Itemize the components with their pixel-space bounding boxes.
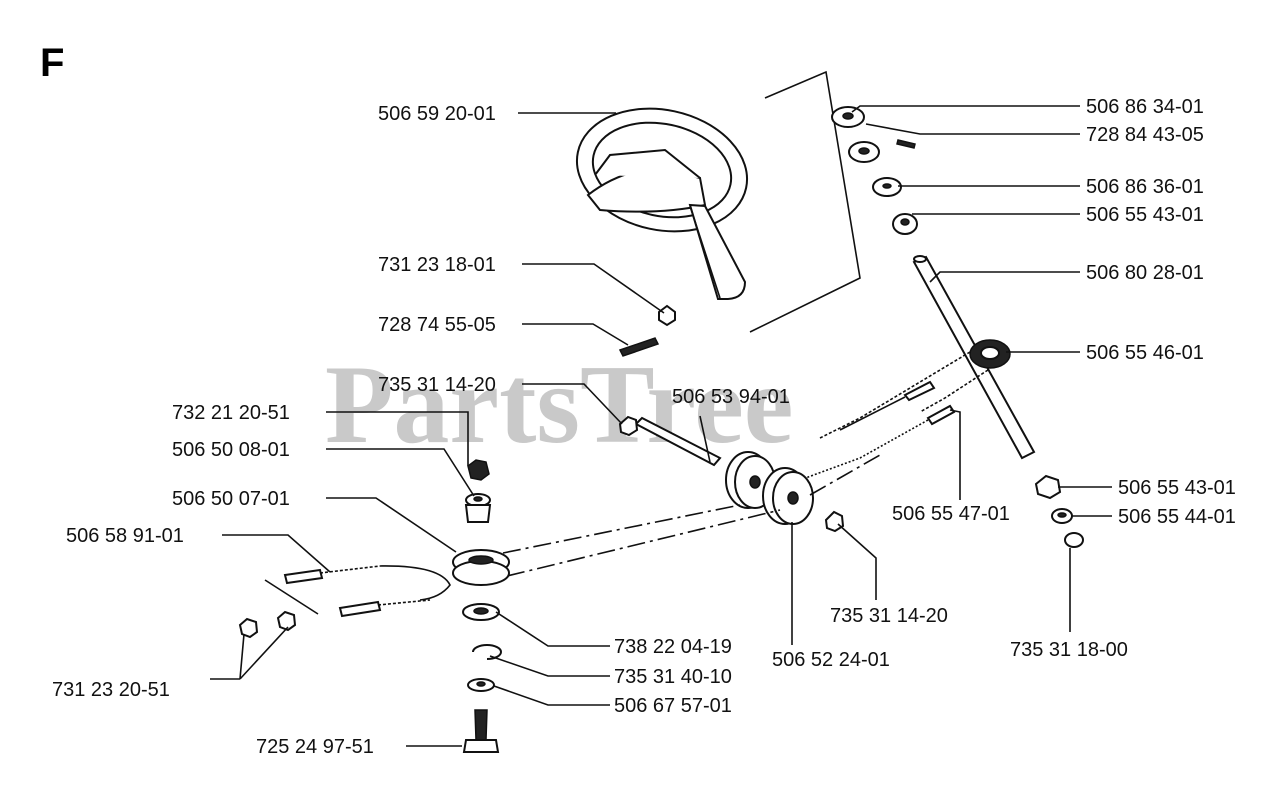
- part-label-506-55-46-01[interactable]: 506 55 46-01: [1086, 342, 1204, 364]
- part-label-506-50-07-01[interactable]: 506 50 07-01: [172, 488, 290, 510]
- part-label-506-86-36-01[interactable]: 506 86 36-01: [1086, 176, 1204, 198]
- steering-sprocket-drawing: [969, 339, 1011, 369]
- pivot-stack-drawing: [452, 459, 510, 753]
- cable-path-upper: [502, 504, 741, 554]
- column-collars-drawing: [831, 106, 918, 235]
- part-label-732-21-20-51[interactable]: 732 21 20-51: [172, 402, 290, 424]
- part-label-506-80-28-01[interactable]: 506 80 28-01: [1086, 262, 1204, 284]
- part-label-735-31-14-20-lower[interactable]: 735 31 14-20: [830, 605, 948, 627]
- pulley-shaft-drawing: [618, 415, 845, 533]
- part-label-506-55-43-01-lower[interactable]: 506 55 43-01: [1118, 477, 1236, 499]
- part-label-506-58-91-01[interactable]: 506 58 91-01: [66, 525, 184, 547]
- part-label-506-67-57-01[interactable]: 506 67 57-01: [614, 695, 732, 717]
- part-label-506-59-20-01[interactable]: 506 59 20-01: [378, 103, 496, 125]
- part-label-731-23-20-51[interactable]: 731 23 20-51: [52, 679, 170, 701]
- part-label-506-53-94-01[interactable]: 506 53 94-01: [672, 386, 790, 408]
- chain-and-cables-drawing: [799, 351, 989, 481]
- part-label-735-31-40-10[interactable]: 735 31 40-10: [614, 666, 732, 688]
- cable-path-lower: [506, 509, 781, 577]
- part-label-506-55-47-01[interactable]: 506 55 47-01: [892, 503, 1010, 525]
- part-label-506-55-43-01-upper[interactable]: 506 55 43-01: [1086, 204, 1204, 226]
- watermark-text: PartsTree: [325, 343, 794, 467]
- lower-collars-drawing: [1034, 474, 1084, 548]
- part-label-738-22-04-19[interactable]: 738 22 04-19: [614, 636, 732, 658]
- wheel-screw-drawing: [618, 337, 660, 357]
- part-label-735-31-18-00[interactable]: 735 31 18-00: [1010, 639, 1128, 661]
- part-label-725-24-97-51[interactable]: 725 24 97-51: [256, 736, 374, 758]
- cable-path-right: [809, 454, 881, 496]
- steering-wheel-drawing: [575, 107, 749, 300]
- guide-pulley-rear-drawing: [762, 467, 814, 525]
- section-letter: F: [40, 41, 64, 85]
- part-label-506-50-08-01[interactable]: 506 50 08-01: [172, 439, 290, 461]
- part-label-506-52-24-01[interactable]: 506 52 24-01: [772, 649, 890, 671]
- part-label-506-55-44-01[interactable]: 506 55 44-01: [1118, 506, 1236, 528]
- part-label-506-86-34-01[interactable]: 506 86 34-01: [1086, 96, 1204, 118]
- part-label-728-84-43-05[interactable]: 728 84 43-05: [1086, 124, 1204, 146]
- part-label-731-23-18-01[interactable]: 731 23 18-01: [378, 254, 496, 276]
- assembly-bracket: [749, 70, 861, 333]
- leader-lines: [210, 105, 1112, 747]
- wheel-nut-drawing: [658, 304, 676, 327]
- steering-cables-drawing: [238, 565, 451, 639]
- part-label-735-31-14-20-upper[interactable]: 735 31 14-20: [378, 374, 496, 396]
- part-label-728-74-55-05[interactable]: 728 74 55-05: [378, 314, 496, 336]
